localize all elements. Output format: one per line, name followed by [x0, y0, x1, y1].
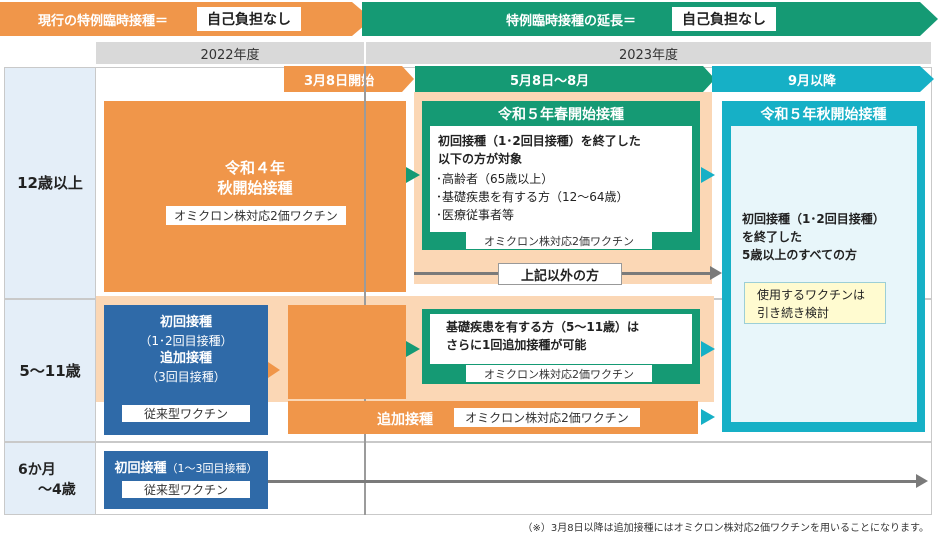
period-march-label: 3月8日開始 — [304, 74, 375, 89]
period-sep-shape — [712, 66, 934, 92]
autumn-2023-title: 令和５年秋開始接種 — [760, 107, 887, 123]
year-2023-header: 2023年度 — [366, 42, 931, 64]
child-primary-line1: 初回接種 — [159, 315, 212, 330]
autumn-2023-body-line3: 5歳以上のすべての方 — [742, 248, 858, 262]
autumn-2022-title-line2: 秋開始接種 — [217, 179, 293, 197]
arrow-child-primary-icon — [268, 362, 280, 378]
year-2022-header: 2022年度 — [96, 42, 364, 64]
autumn-2023-inner — [731, 126, 917, 422]
row-divider-2 — [4, 441, 932, 443]
booster-bar-vaccine: オミクロン株対応2価ワクチン — [454, 408, 640, 427]
infant-arrow-line — [268, 480, 918, 483]
booster-bar-label: 追加接種 — [377, 412, 433, 428]
autumn-2023-note-line2: 引き続き検討 — [757, 306, 830, 320]
spring-2023-title: 令和５年春開始接種 — [498, 107, 624, 123]
year-boundary-line — [364, 66, 366, 515]
arrow-child-booster-to-autumn-icon — [701, 341, 715, 357]
row-label-6m-4: 6か月 ～4歳 — [4, 443, 96, 515]
extension-banner-tag: 自己負担なし — [672, 7, 776, 31]
row-label-5-11: 5～11歳 — [19, 362, 81, 380]
arrow-spring-to-autumn-icon — [701, 167, 715, 183]
period-may-label: 5月8日～8月 — [510, 74, 590, 89]
spring-2023-item-2: ･基礎疾患を有する方（12～64歳） — [436, 190, 629, 204]
arrow-to-child-booster-icon — [406, 341, 420, 357]
period-sep-label: 9月以降 — [788, 74, 837, 89]
spring-2023-body-line2: 以下の方が対象 — [438, 152, 523, 166]
arrow-booster-bar-icon — [701, 409, 715, 425]
autumn-2022-title: 令和４年 秋開始接種 — [104, 158, 406, 198]
child-booster-vaccine: オミクロン株対応2価ワクチン — [466, 365, 652, 382]
child-primary-vaccine: 従来型ワクチン — [122, 405, 250, 422]
child-booster-line1: 基礎疾患を有する方（5～11歳）は — [446, 320, 640, 334]
autumn-2023-note: 使用するワクチンは 引き続き検討 — [744, 282, 886, 324]
current-banner-tag: 自己負担なし — [197, 7, 301, 31]
period-may-shape — [415, 66, 715, 92]
autumn-2022-vaccine: オミクロン株対応2価ワクチン — [166, 206, 346, 225]
child-primary-line4: （3回目接種） — [146, 370, 226, 384]
row-label-6m-line2: ～4歳 — [38, 482, 76, 498]
others-label: 上記以外の方 — [498, 263, 622, 285]
infant-vaccine: 従来型ワクチン — [122, 481, 250, 498]
autumn-2022-box — [104, 101, 406, 292]
spring-2023-body-line1: 初回接種（1･2回目接種）を終了した — [438, 134, 641, 148]
autumn-2023-note-line1: 使用するワクチンは — [757, 288, 866, 302]
autumn-2023-body-line2: を終了した — [742, 230, 803, 244]
child-primary-line3: 追加接種 — [159, 351, 212, 366]
infant-title-row: 初回接種（1～3回目接種） — [104, 457, 268, 476]
current-banner-label: 現行の特例臨時接種＝ — [38, 14, 169, 29]
child-booster-text: 基礎疾患を有する方（5～11歳）は さらに1回追加接種が可能 — [446, 318, 639, 354]
spring-2023-item-1: ･高齢者（65歳以上） — [436, 172, 554, 186]
autumn-2023-body: 初回接種（1･2回目接種） を終了した 5歳以上のすべての方 — [742, 210, 885, 264]
period-march-shape — [284, 66, 414, 92]
infant-arrow-head-icon — [916, 474, 928, 488]
infant-title: 初回接種 — [114, 461, 167, 476]
others-arrow-head-icon — [710, 266, 722, 280]
child-booster-line2: さらに1回追加接種が可能 — [446, 338, 587, 352]
spring-2023-inner — [430, 126, 692, 232]
child-primary-text: 初回接種 （1･2回目接種） 追加接種 （3回目接種） — [104, 314, 268, 386]
footnote: （※）3月8日以降は追加接種にはオミクロン株対応2価ワクチンを用いることになりま… — [522, 523, 929, 534]
spring-2023-vaccine: オミクロン株対応2価ワクチン — [466, 232, 652, 249]
autumn-2022-title-line1: 令和４年 — [224, 159, 285, 177]
infant-sub: （1～3回目接種） — [166, 462, 258, 475]
autumn-2023-body-line1: 初回接種（1･2回目接種） — [742, 212, 885, 226]
row-label-12-plus: 12歳以上 — [17, 174, 83, 192]
child-booster-inner — [430, 314, 692, 364]
spring-2023-item-3: ･医療従事者等 — [436, 208, 515, 222]
extension-banner-label: 特例臨時接種の延長＝ — [506, 14, 637, 29]
child-booster-orange-box — [288, 305, 406, 399]
child-primary-line2: （1･2回目接種） — [139, 334, 233, 348]
extension-banner-shape — [362, 2, 938, 36]
arrow-to-spring-icon — [406, 167, 420, 183]
row-header-column — [4, 67, 96, 515]
row-label-6m-line1: 6か月 — [18, 462, 56, 478]
infant-box — [104, 451, 268, 509]
